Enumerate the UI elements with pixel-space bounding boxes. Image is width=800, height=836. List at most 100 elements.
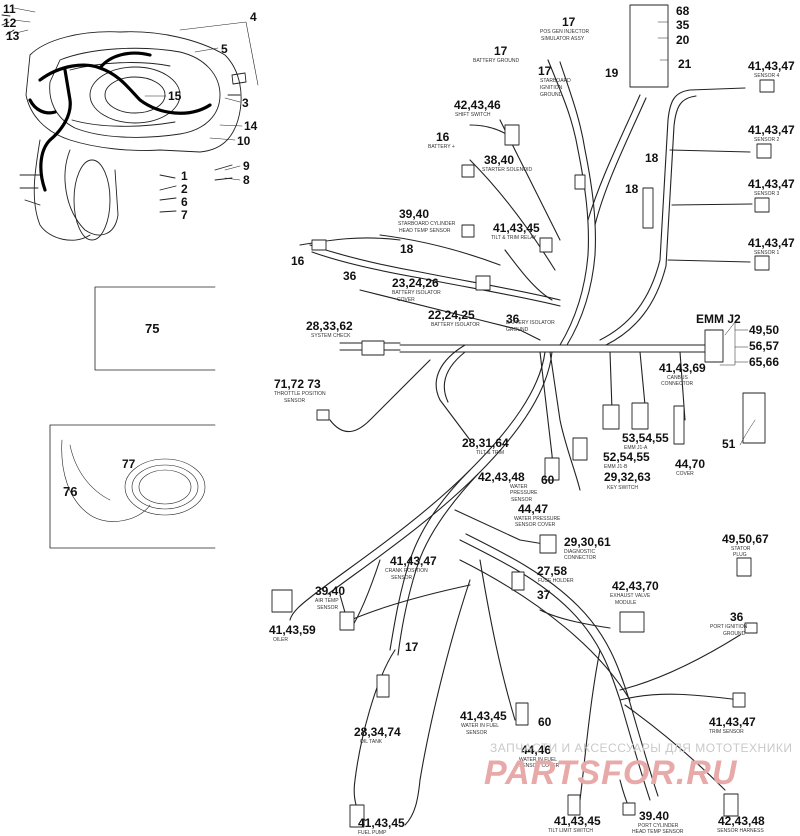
callout-number: 39,40 [315,584,346,598]
callout-number: 6 [181,195,188,209]
component-caption: BATTERY ISOLATOR [431,322,480,328]
component-caption: OIL TANK [360,739,383,745]
component-caption: THROTTLE POSITION [274,391,326,397]
box-75-outline [94,286,216,371]
callout-number: 35 [676,18,690,32]
component-caption: PRESSURE [510,490,538,496]
callout-number: 44,47 [518,502,549,516]
callout-number: 16 [291,254,305,268]
callout-number: 27,58 [537,564,568,578]
callout-number: 4 [250,10,257,24]
component-caption: SHIFT SWITCH [455,112,491,118]
callout-number: 42,43,70 [612,579,659,593]
component-caption: SENSOR 1 [754,250,780,256]
callout-number: 41,43,45 [358,816,405,830]
component-caption: COVER [676,471,694,477]
callout-number: 41,43,59 [269,623,316,637]
callout-number: 68 [676,4,690,18]
component-caption: AIR TEMP [315,598,339,604]
component-caption: POS GEN INJECTOR [540,29,590,35]
component-caption: EMM J1-A [624,445,648,451]
component-caption: SENSOR [511,497,533,503]
callout-number: 36 [730,610,744,624]
component-caption: SENSOR COVER [515,522,556,528]
callout-number: 11 [3,2,16,16]
component-caption: STATOR [731,546,751,552]
component-caption: PORT CYLINDER [638,823,679,829]
callout-number: 18 [625,182,639,196]
component-caption: KEY SWITCH [607,485,639,491]
component-caption: GROUND [540,92,563,98]
callout-number: 44,70 [675,457,706,471]
component-caption: BATTERY + [428,144,455,150]
callout-number: 41,43,47 [748,177,795,191]
callout-number: 41,43,69 [659,361,706,375]
callout-number: 41,43,47 [748,236,795,250]
callout-number: 18 [645,151,659,165]
component-caption: HEAD TEMP SENSOR [632,829,684,835]
callout-number: 42,43,48 [718,814,765,828]
main-harness [289,59,753,826]
callout-number: 36 [343,269,357,283]
component-caption: WATER [510,484,528,490]
component-caption: GROUND [723,631,746,637]
component-caption: SENSOR COVER [519,763,560,769]
callout-number: 14 [244,119,258,133]
callout-number: 28,31,64 [462,436,509,450]
component-caption: HEAD TEMP SENSOR [399,228,451,234]
leader-lines-engine [13,7,259,181]
callout-number: 17 [405,640,419,654]
callout-number: 2 [181,182,188,196]
component-caption: PORT IGNITION [710,624,748,630]
callout-number: 29,30,61 [564,535,611,549]
callout-number: 10 [237,134,251,148]
component-caption: BATTERY ISOLATOR [392,290,441,296]
box-76-outline [49,424,216,549]
callout-number: 1 [181,169,188,183]
callout-number: 37 [537,588,551,602]
component-caption: OILER [273,637,289,643]
component-caption: SENSOR 3 [754,191,780,197]
callout-number: 41,43,47 [748,59,795,73]
component-caption: EXHAUST VALVE [610,593,651,599]
watermark-logo-text: PARTSFOR.RU [484,754,738,792]
component-caption: IGNITION [540,85,563,91]
callout-number: 38,40 [484,153,515,167]
component-caption: FUSE HOLDER [538,578,574,584]
callout-number: 41,43,47 [748,123,795,137]
component-caption: SENSOR 2 [754,137,780,143]
component-caption: CRANK POSITION [385,568,428,574]
component-caption: DIAGNOSTIC [564,549,596,555]
component-caption: SENSOR [391,575,413,581]
callout-number: 21 [678,57,692,71]
callout-number: 22,24,25 [428,308,475,322]
callout-number: 5 [221,42,228,56]
callout-number: 52,54,55 [603,450,650,464]
callout-number: 49,50 [749,323,780,337]
component-caption: SYSTEM CHECK [311,333,351,339]
callout-number: 41,43,47 [709,715,756,729]
box-76-label: 76 [63,484,78,499]
component-caption: SENSOR 4 [754,73,780,79]
component-caption: TRIM SENSOR [709,729,744,735]
component-caption: SENSOR [466,730,488,736]
component-caption: CONNECTOR [661,381,694,387]
callout-number: 41,43,47 [390,554,437,568]
callout-number: 17 [494,44,508,58]
box-77-label: 77 [122,457,136,471]
component-caption: TILT & TRIM RELAY [491,235,537,241]
callout-number: EMM J2 [696,312,741,326]
callout-number: 28,33,62 [306,319,353,333]
callout-number: 39,40 [399,207,430,221]
component-caption: WATER IN FUEL [519,757,558,763]
callout-number: 12 [3,16,17,30]
callout-number: 44,46 [521,743,552,757]
callout-number: 3 [242,96,249,110]
component-caption: EMM J1-B [604,464,628,470]
component-caption: CONNECTOR [564,555,597,561]
callout-number: 71,72 73 [274,377,321,391]
callout-number: 18 [400,242,414,256]
callout-number: 42,43,48 [478,470,525,484]
